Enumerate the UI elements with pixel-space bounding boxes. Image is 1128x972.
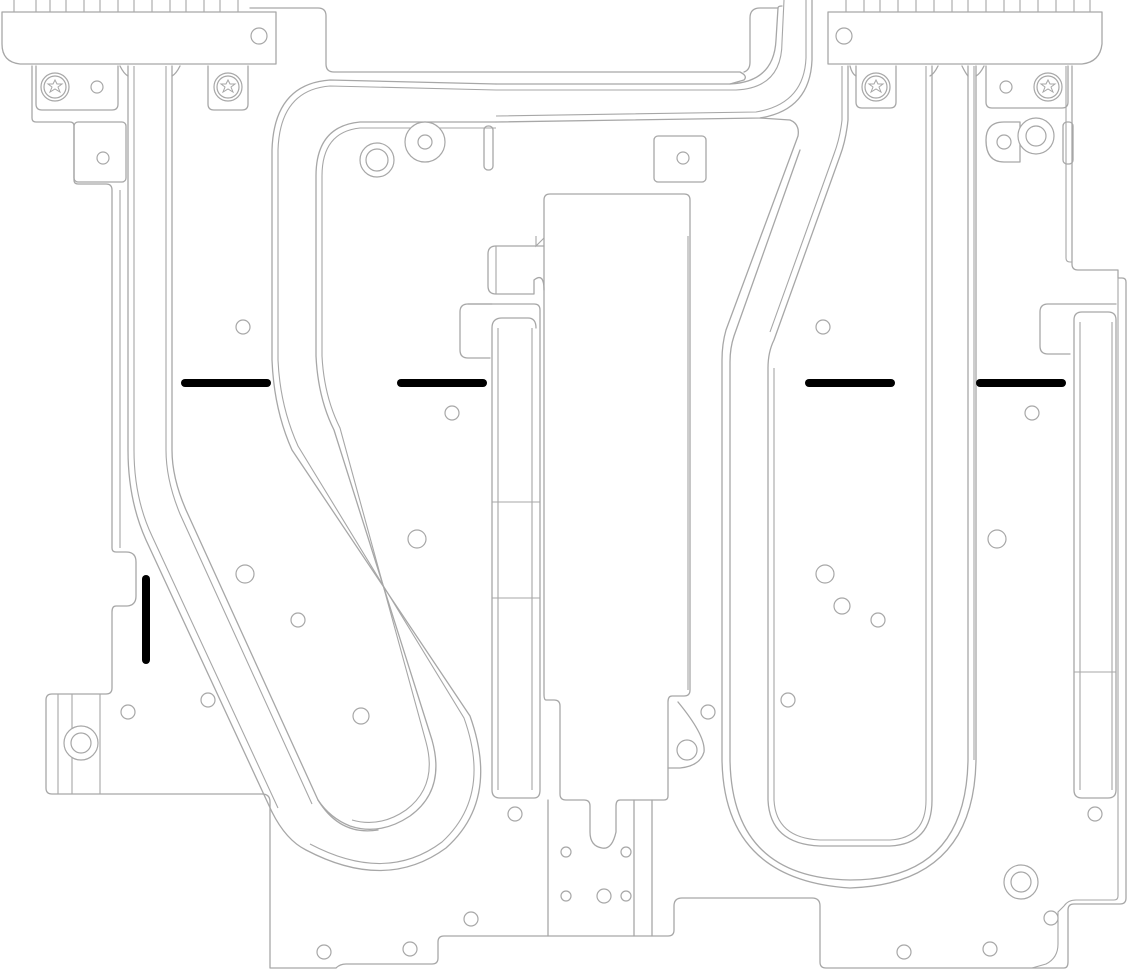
small-pad bbox=[653, 135, 707, 183]
right-screw-boss bbox=[855, 65, 897, 109]
base-plate-step bbox=[1065, 66, 1072, 263]
large-boss-rings bbox=[63, 725, 1039, 900]
center-memory-module bbox=[459, 193, 705, 937]
mount-hole bbox=[835, 27, 853, 45]
loop-coolant-pipe bbox=[271, 0, 813, 872]
right-connector-block bbox=[827, 0, 1103, 65]
screw-icon bbox=[46, 78, 64, 94]
screw-icon bbox=[1039, 78, 1057, 94]
base-plate-inner-edge bbox=[1031, 278, 1119, 969]
right-coolant-pipe bbox=[729, 65, 985, 881]
slot bbox=[483, 125, 494, 171]
mount-hole bbox=[96, 151, 110, 165]
left-screw-boss bbox=[35, 65, 119, 111]
mount-hole bbox=[250, 27, 268, 45]
right-screw-boss-left-block bbox=[207, 65, 249, 111]
screw-icon bbox=[867, 78, 885, 94]
mounting-holes bbox=[120, 319, 1103, 960]
plate-edge bbox=[721, 65, 977, 889]
top-bracket-right bbox=[743, 7, 779, 73]
top-bracket bbox=[249, 7, 746, 85]
screw-icon bbox=[219, 78, 237, 94]
right-memory-slot bbox=[1039, 303, 1117, 799]
right-screw-boss-2 bbox=[985, 65, 1069, 109]
base-plate-outline bbox=[31, 65, 1127, 969]
left-connector-block bbox=[1, 0, 277, 65]
right-boss-cluster bbox=[985, 121, 1021, 163]
small-pad bbox=[73, 121, 127, 183]
left-coolant-pipe bbox=[119, 65, 379, 832]
